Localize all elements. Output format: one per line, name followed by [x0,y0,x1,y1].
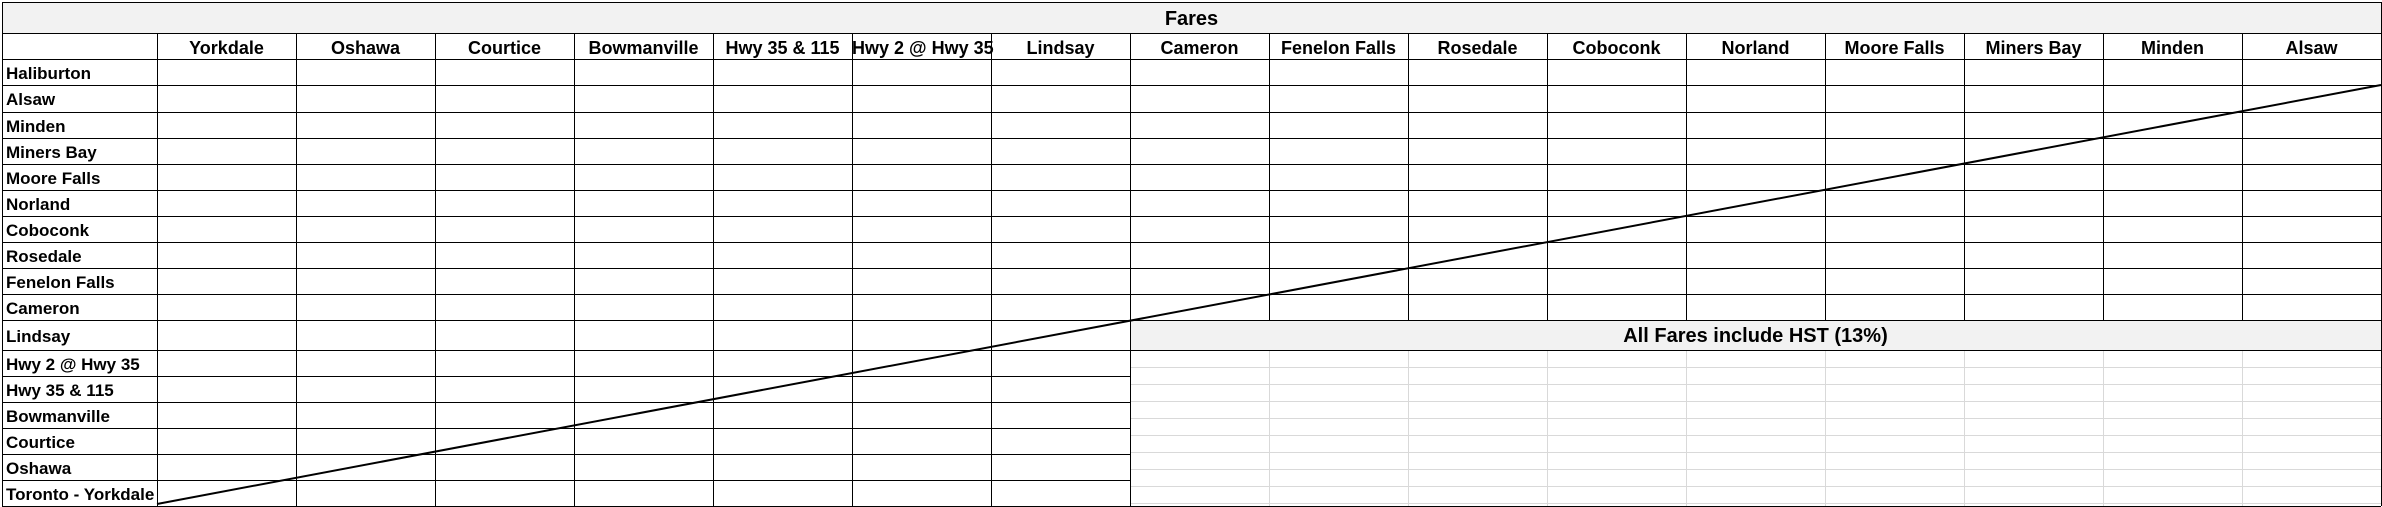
row-header: Oshawa [6,458,72,478]
row-header: Courtice [6,432,75,452]
row-border [2,268,2381,269]
note-bottom-border [2,350,2381,351]
faint-gridline-h [1130,401,2381,402]
faint-gridline-h [1130,384,2381,385]
column-header: Cameron [1160,38,1239,58]
faint-gridline-h [1130,367,2381,368]
column-border [2242,33,2243,320]
row-header: Moore Falls [6,168,101,188]
row-border [2,138,2381,139]
column-header: Hwy 2 @ Hwy 35 [852,38,994,58]
column-header: Oshawa [330,38,401,58]
row-border [2,402,1130,403]
row-header: Toronto - Yorkdale [6,484,155,504]
row-header: Minden [6,116,66,136]
column-border [1269,33,1270,320]
faint-gridline-h [1130,503,2381,504]
column-border [1825,33,1826,320]
row-border [2,428,1130,429]
row-border [2,112,2381,113]
faint-gridline-v [1686,350,1687,506]
row-border [2,190,2381,191]
row-header: Cameron [6,298,80,318]
column-header: Bowmanville [588,38,699,58]
column-border [296,33,297,506]
column-border [574,33,575,506]
row-header: Norland [6,194,71,214]
column-border [157,33,158,506]
column-header: Lindsay [1026,38,1095,58]
column-border [991,33,992,506]
faint-gridline-v [2242,350,2243,506]
column-border [1686,33,1687,320]
column-header: Alsaw [2285,38,2338,58]
row-border [2,216,2381,217]
row-border [2,454,1130,455]
table-title: Fares [1164,8,1219,30]
column-header: Minden [2141,38,2204,58]
row-header: Coboconk [6,220,90,240]
row-header: Alsaw [6,90,56,109]
row-header: Hwy 2 @ Hwy 35 [6,354,140,374]
column-border [435,33,436,506]
title-band [2,2,2381,33]
row-border [2,480,1130,481]
faint-gridline-h [1130,469,2381,470]
row-border [2,164,2381,165]
column-border [1964,33,1965,320]
column-header: Miners Bay [1985,38,2082,58]
border-left [2,2,3,506]
row-border [2,85,2381,86]
column-border [713,33,714,506]
faint-gridline-v [1547,350,1548,506]
hst-note: All Fares include HST (13%) [1623,325,1888,347]
border-top [2,2,2381,3]
faint-gridline-v [2103,350,2104,506]
faint-gridline-v [1964,350,1965,506]
column-header: Fenelon Falls [1280,38,1397,58]
column-header: Rosedale [1437,38,1518,58]
column-border [852,33,853,506]
row-header: Lindsay [6,326,71,346]
column-border [1130,33,1131,506]
column-header: Yorkdale [189,38,264,58]
row-header: Haliburton [6,63,91,83]
column-header: Coboconk [1572,38,1661,58]
faint-gridline-h [1130,486,2381,487]
row-header: Bowmanville [6,406,110,426]
faint-gridline-h [1130,452,2381,453]
row-header: Fenelon Falls [6,272,115,292]
column-header: Moore Falls [1844,38,1945,58]
header-bottom-border [2,59,2381,60]
diagonal-line [156,84,2382,505]
row-border [2,320,2381,321]
note-band [1130,320,2381,350]
faint-gridline-v [1825,350,1826,506]
row-header: Miners Bay [6,142,97,162]
column-border [2103,33,2104,320]
faint-gridline-v [1269,350,1270,506]
row-border [2,242,2381,243]
row-border [2,294,2381,295]
row-header: Rosedale [6,246,82,266]
row-border [2,376,1130,377]
column-header: Courtice [467,38,541,58]
faint-gridline-h [1130,418,2381,419]
faint-gridline-h [1130,435,2381,436]
column-border [1547,33,1548,320]
row-header: Hwy 35 & 115 [6,380,114,400]
title-bottom-border [2,33,2381,34]
column-header: Norland [1721,38,1790,58]
faint-gridline-v [1408,350,1409,506]
column-header: Hwy 35 & 115 [725,38,840,58]
column-border [1408,33,1409,320]
